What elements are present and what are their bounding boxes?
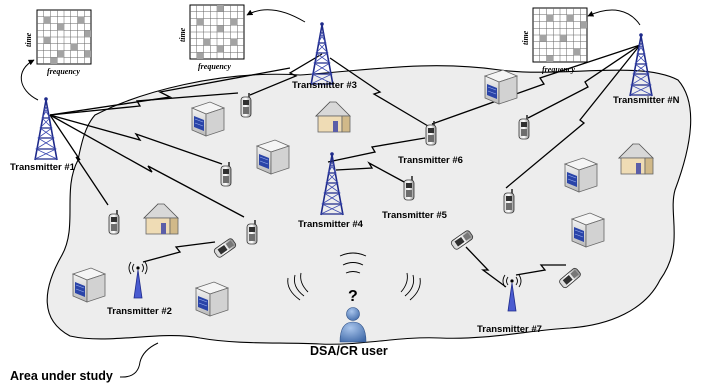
grid1-time-label: time bbox=[24, 32, 33, 47]
link-tx3-tx6 bbox=[329, 57, 429, 127]
user-icon bbox=[339, 307, 367, 343]
user-label: DSA/CR user bbox=[310, 344, 388, 358]
link-tx1-phone-c bbox=[49, 114, 245, 218]
arrow-tx3-grid bbox=[246, 9, 306, 23]
building-a bbox=[191, 101, 225, 137]
arrow-txN-grid bbox=[587, 9, 641, 26]
label-txN: Transmitter #N bbox=[613, 95, 680, 106]
link-tx1-tx3 bbox=[49, 67, 291, 116]
link-txN-phone-b bbox=[505, 44, 641, 189]
tower-tx1 bbox=[34, 96, 58, 161]
area-leader-line bbox=[119, 342, 159, 378]
building-f bbox=[72, 267, 106, 303]
area-label: Area under study bbox=[10, 369, 113, 383]
grid-txN bbox=[532, 7, 588, 63]
label-tx5: Transmitter #5 bbox=[382, 210, 447, 221]
link-tx1-phone-d bbox=[49, 114, 109, 206]
link-tx3-phone bbox=[249, 53, 323, 96]
label-tx2: Transmitter #2 bbox=[107, 306, 172, 317]
label-tx7: Transmitter #7 bbox=[477, 324, 542, 335]
grid-tx3 bbox=[189, 4, 245, 60]
grid3-time-label: time bbox=[178, 27, 187, 42]
study-area bbox=[46, 65, 692, 345]
label-tx1: Transmitter #1 bbox=[10, 162, 75, 173]
radio-links bbox=[49, 44, 641, 288]
question-mark: ? bbox=[348, 288, 358, 305]
link-tx1-phone-a bbox=[49, 92, 239, 116]
link-tx4-tx5 bbox=[335, 161, 407, 184]
gridN-frequency-label: frequency bbox=[542, 65, 575, 74]
arrow-tx1-grid bbox=[20, 59, 39, 101]
link-txN-phone-a bbox=[527, 44, 641, 119]
link-tx4-tx6 bbox=[327, 137, 426, 163]
grid-tx1 bbox=[36, 9, 92, 65]
label-tx3: Transmitter #3 bbox=[292, 80, 357, 91]
grid1-frequency-label: frequency bbox=[47, 67, 80, 76]
sensing-waves bbox=[287, 252, 421, 301]
link-tx1-phone-b bbox=[49, 114, 223, 165]
arrows bbox=[20, 9, 641, 101]
link-tx2-phone bbox=[142, 241, 216, 263]
building-b bbox=[256, 139, 290, 175]
link-txN-tx6 bbox=[431, 44, 641, 125]
building-e bbox=[571, 212, 605, 248]
label-tx4: Transmitter #4 bbox=[298, 219, 363, 230]
building-d bbox=[564, 157, 598, 193]
building-g bbox=[195, 281, 229, 317]
gridN-time-label: time bbox=[521, 30, 530, 45]
building-c bbox=[484, 69, 518, 105]
label-tx6: Transmitter #6 bbox=[398, 155, 463, 166]
link-flip-tx7 bbox=[465, 246, 507, 288]
link-tx7-flip bbox=[515, 264, 566, 276]
grid3-frequency-label: frequency bbox=[198, 62, 231, 71]
